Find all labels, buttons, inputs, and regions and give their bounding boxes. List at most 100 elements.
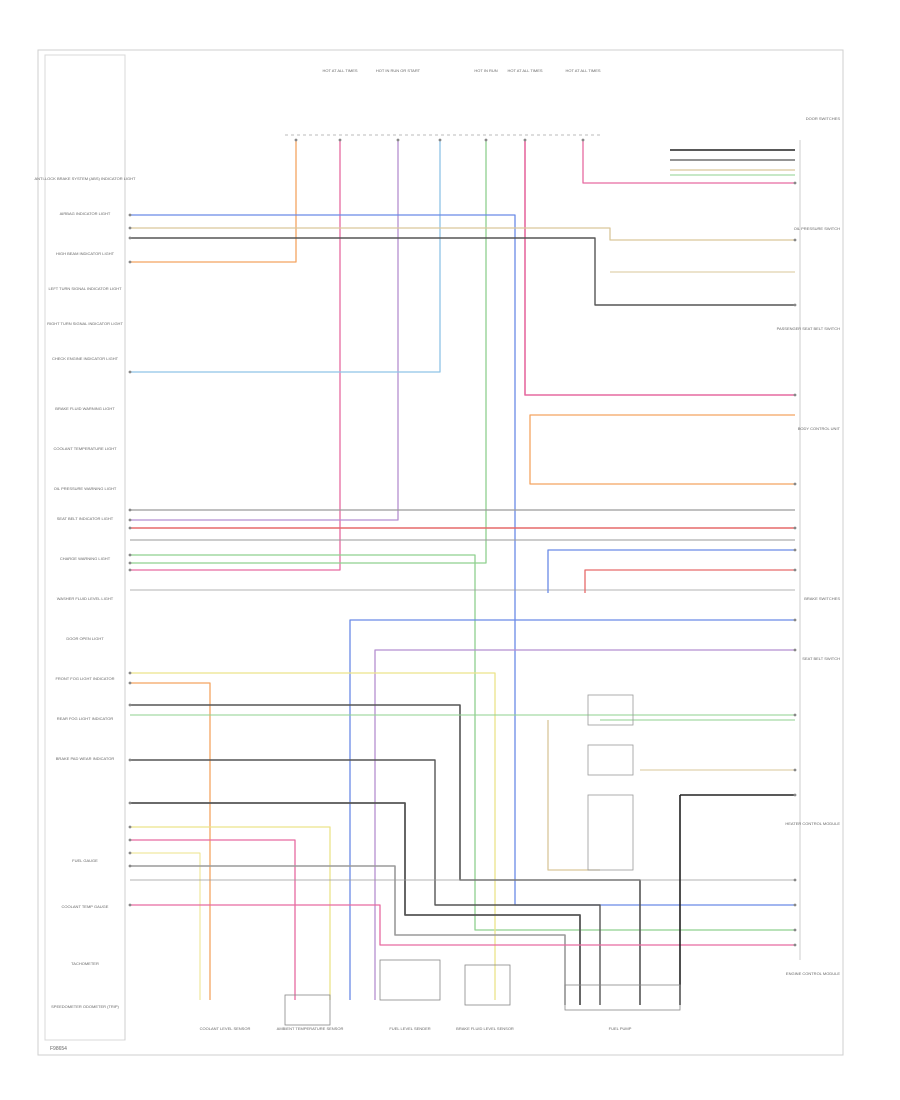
- component-box: [379, 959, 441, 1001]
- right-component-label: ENGINE CONTROL MODULE: [786, 971, 840, 976]
- top-power-label: HOT AT ALL TIMES: [565, 68, 600, 73]
- component-box: [464, 964, 511, 1006]
- wire-orange-lower: [130, 682, 211, 1000]
- connector-dot: [793, 793, 797, 797]
- wire-orange-loop: [529, 414, 795, 485]
- connector-dot: [128, 236, 132, 240]
- connector-dot: [793, 238, 797, 242]
- connector-dot: [438, 138, 442, 142]
- top-power-label: HOT AT ALL TIMES: [507, 68, 542, 73]
- connector-dots-group: [128, 138, 797, 947]
- labels-group: ANTI-LOCK BRAKE SYSTEM (ABS) INDICATOR L…: [35, 68, 841, 1052]
- connector-dot: [396, 138, 400, 142]
- meter-label: SPEEDOMETER ODOMETER (TRIP): [51, 1004, 119, 1009]
- gauge-label: REAR FOG LIGHT INDICATOR: [57, 716, 114, 721]
- gauge-label: CHECK ENGINE INDICATOR LIGHT: [52, 356, 119, 361]
- connector-dot: [793, 713, 797, 717]
- connector-dot: [128, 681, 132, 685]
- gauge-label: RIGHT TURN SIGNAL INDICATOR LIGHT: [47, 321, 123, 326]
- wire-pink-lower: [130, 839, 296, 1000]
- gauge-label: BRAKE FLUID WARNING LIGHT: [55, 406, 115, 411]
- component-box: [284, 994, 331, 1026]
- connector-dot: [793, 943, 797, 947]
- connector-dot: [793, 928, 797, 932]
- wire-pink-right: [524, 140, 795, 396]
- right-component-label: BRAKE SWITCHES: [804, 596, 840, 601]
- gauge-label: SEAT BELT INDICATOR LIGHT: [57, 516, 114, 521]
- switch-box: [587, 694, 634, 726]
- right-component-label: SEAT BELT SWITCH: [802, 656, 840, 661]
- wire-green-vertical: [130, 140, 487, 564]
- connector-dot: [128, 553, 132, 557]
- top-power-label: HOT AT ALL TIMES: [322, 68, 357, 73]
- connector-dot: [128, 526, 132, 530]
- right-component-label: DOOR SWITCHES: [806, 116, 841, 121]
- connector-dot: [793, 548, 797, 552]
- wire-gray-lower: [130, 865, 566, 1005]
- connector-dot: [793, 903, 797, 907]
- gauge-label: WASHER FLUID LEVEL LIGHT: [57, 596, 114, 601]
- meter-label: COOLANT TEMP GAUGE: [62, 904, 109, 909]
- connector-dot: [793, 393, 797, 397]
- connector-dot: [581, 138, 585, 142]
- connector-dot: [128, 758, 132, 762]
- connector-dot: [128, 260, 132, 264]
- connector-dot: [484, 138, 488, 142]
- connector-dot: [793, 181, 797, 185]
- connector-dot: [128, 226, 132, 230]
- meter-label: TACHOMETER: [71, 961, 99, 966]
- right-component-label: HEATER CONTROL MODULE: [785, 821, 840, 826]
- wire-green-long: [130, 554, 795, 931]
- wire-dark-2: [130, 759, 601, 1005]
- connector-dot: [793, 303, 797, 307]
- wire-yellow-1: [130, 672, 496, 1000]
- connector-dot: [128, 703, 132, 707]
- gauge-label: HIGH BEAM INDICATOR LIGHT: [56, 251, 115, 256]
- gauge-label: LEFT TURN SIGNAL INDICATOR LIGHT: [48, 286, 122, 291]
- connector-dot: [793, 878, 797, 882]
- gauge-label: FRONT FOG LIGHT INDICATOR: [55, 676, 114, 681]
- switch-box: [587, 744, 634, 776]
- top-power-label: HOT IN RUN: [474, 68, 497, 73]
- wire-dark-seatbelt: [130, 237, 795, 306]
- gauge-label: DOOR OPEN LIGHT: [66, 636, 104, 641]
- right-component-label: BODY CONTROL UNIT: [798, 426, 841, 431]
- wire-dark-3: [130, 802, 581, 1005]
- gauge-label: COOLANT TEMPERATURE LIGHT: [53, 446, 117, 451]
- connector-dot: [128, 518, 132, 522]
- switch-box: [587, 794, 634, 871]
- connector-dot: [793, 482, 797, 486]
- connector-dot: [793, 648, 797, 652]
- diagram-border: [37, 49, 844, 1056]
- wire-blue-short: [547, 549, 795, 593]
- connector-dot: [793, 526, 797, 530]
- wire-violet-down: [374, 649, 795, 1000]
- wires-group: [130, 140, 795, 1005]
- connector-dot: [793, 618, 797, 622]
- connector-dot: [128, 561, 132, 565]
- bottom-component-label: BRAKE FLUID LEVEL SENSOR: [456, 1026, 514, 1031]
- connector-dot: [128, 568, 132, 572]
- connector-dot: [793, 568, 797, 572]
- wire-pink-door: [582, 140, 795, 184]
- bottom-component-label: AMBIENT TEMPERATURE SENSOR: [277, 1026, 344, 1031]
- right-component-label: OIL PRESSURE SWITCH: [794, 226, 840, 231]
- wire-pink-vertical: [130, 140, 341, 571]
- bottom-component-label: FUEL PUMP: [609, 1026, 632, 1031]
- connector-dot: [128, 801, 132, 805]
- component-box: [564, 984, 681, 1011]
- connector-dot: [128, 370, 132, 374]
- gauge-label: OIL PRESSURE WARNING LIGHT: [54, 486, 117, 491]
- wire-yellow-2: [130, 826, 331, 1000]
- connector-dot: [128, 838, 132, 842]
- connector-dot: [338, 138, 342, 142]
- right-component-label: PASSENGER SEAT BELT SWITCH: [777, 326, 841, 331]
- wire-red-short: [584, 569, 795, 593]
- component-boxes-group: [284, 140, 801, 1026]
- top-power-label: HOT IN RUN OR START: [376, 68, 421, 73]
- connector-dot: [128, 508, 132, 512]
- connector-dot: [128, 903, 132, 907]
- wire-tan-switch: [547, 720, 600, 871]
- connector-dot: [128, 864, 132, 868]
